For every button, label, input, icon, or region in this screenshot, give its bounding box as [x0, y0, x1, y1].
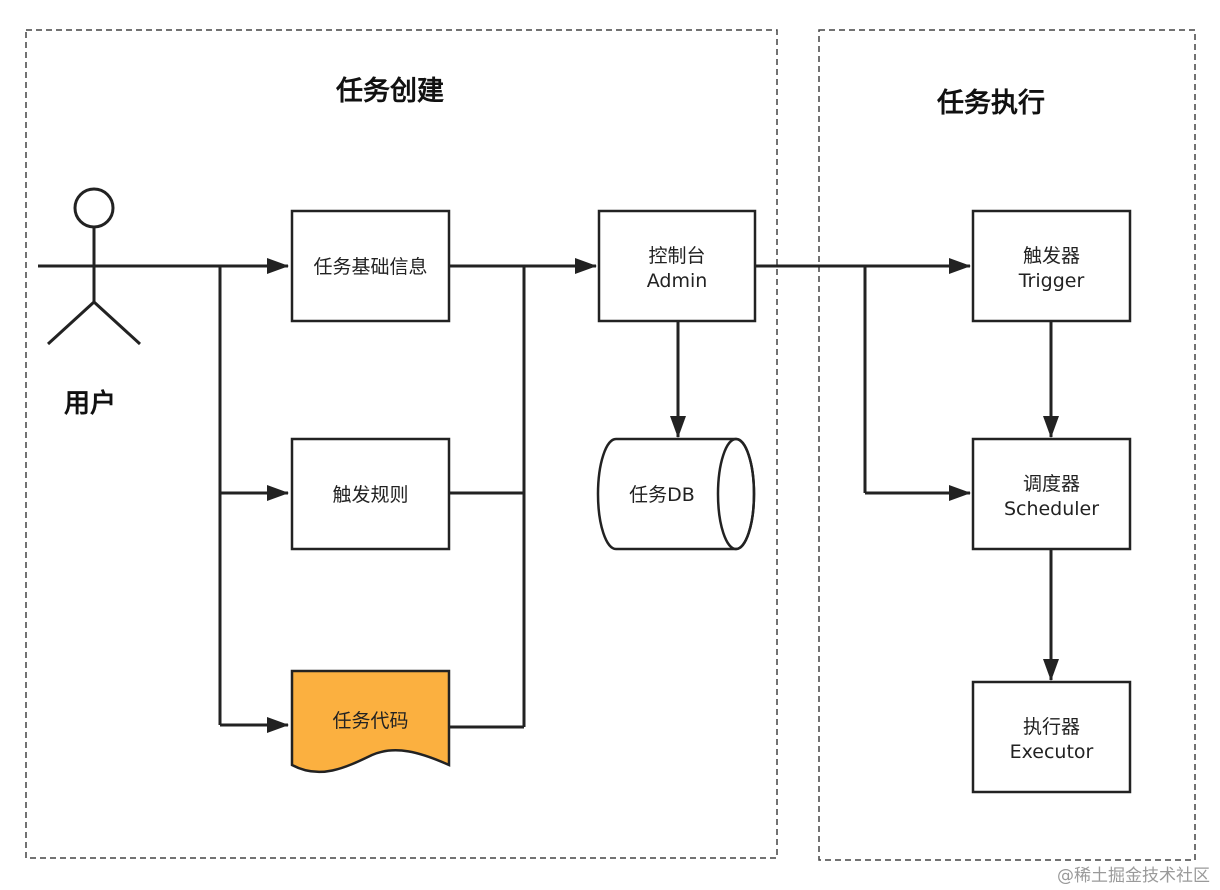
- svg-text:任务DB: 任务DB: [629, 484, 695, 506]
- node-task-db: 任务DB: [596, 437, 756, 551]
- svg-text:执行器: 执行器: [1023, 716, 1080, 738]
- svg-text:触发器: 触发器: [1023, 245, 1080, 267]
- node-task-code: 任务代码: [290, 669, 451, 774]
- svg-text:触发规则: 触发规则: [332, 484, 408, 506]
- task-creation-frame: [25, 29, 778, 859]
- svg-text:Executor: Executor: [1010, 741, 1094, 763]
- node-trigger: 触发器 Trigger: [971, 209, 1132, 323]
- task-execution-frame: [818, 29, 1196, 861]
- svg-text:任务代码: 任务代码: [332, 710, 408, 732]
- node-admin: 控制台 Admin: [597, 209, 757, 323]
- node-scheduler: 调度器 Scheduler: [971, 437, 1132, 551]
- svg-text:Scheduler: Scheduler: [1004, 498, 1099, 520]
- svg-text:Admin: Admin: [647, 270, 708, 292]
- svg-text:调度器: 调度器: [1023, 473, 1080, 495]
- watermark: @稀土掘金技术社区: [1057, 866, 1210, 886]
- svg-text:Trigger: Trigger: [1018, 270, 1085, 292]
- svg-text:任务基础信息: 任务基础信息: [313, 256, 427, 278]
- task-creation-title: 任务创建: [335, 76, 444, 107]
- svg-text:控制台: 控制台: [648, 245, 705, 267]
- node-trigger-rule: 触发规则: [290, 437, 451, 551]
- node-basic-info: 任务基础信息: [290, 209, 451, 323]
- node-executor: 执行器 Executor: [971, 680, 1132, 794]
- user-actor-label: 用户: [64, 388, 116, 419]
- task-execution-title: 任务执行: [936, 87, 1045, 119]
